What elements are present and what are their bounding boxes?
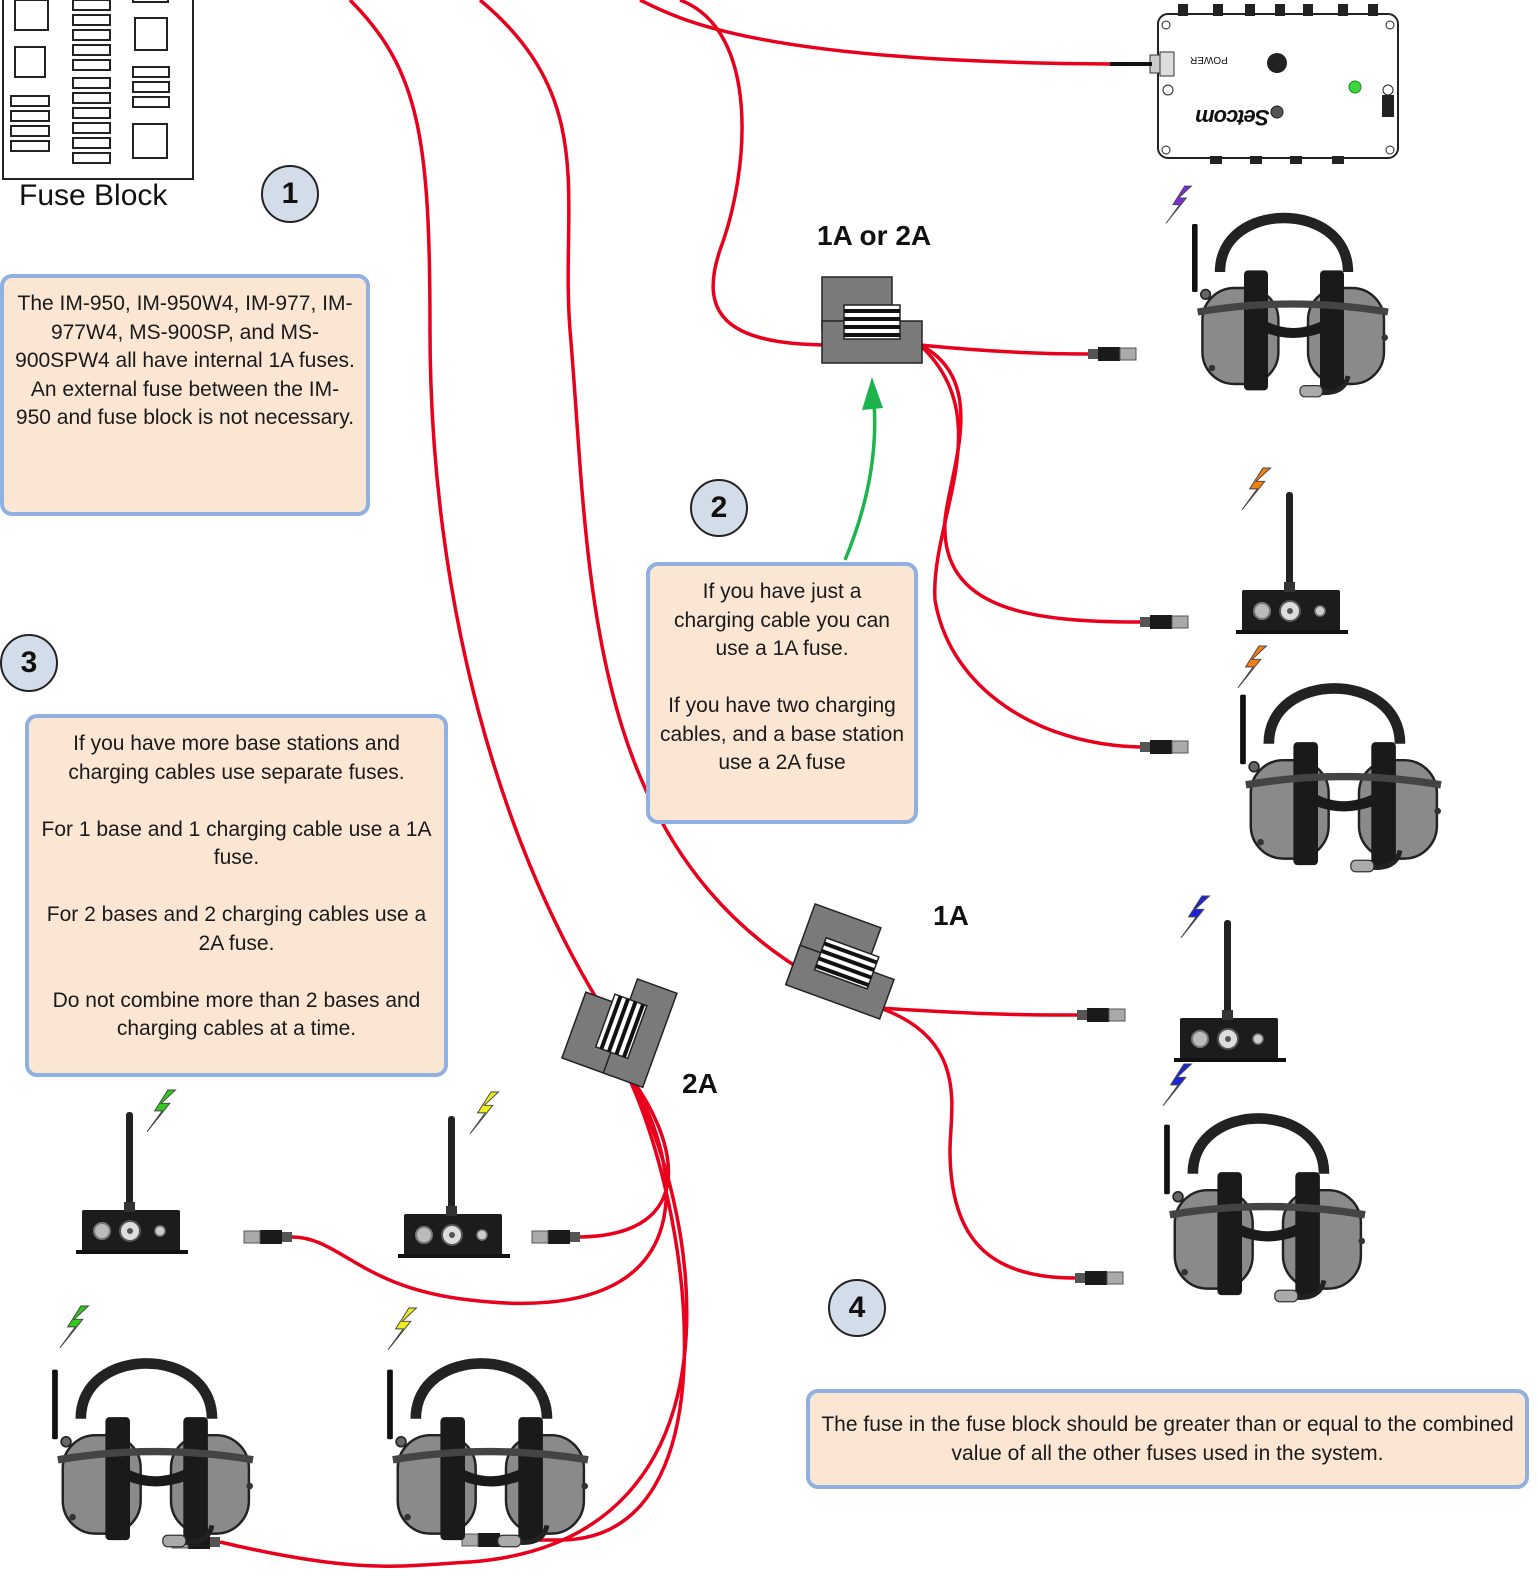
note-fuse-block-rating: The fuse in the fuse block should be gre…	[806, 1389, 1529, 1489]
base-station-icon	[1173, 919, 1287, 1063]
base-station-icon	[397, 1115, 511, 1259]
inline-fuse-icon	[820, 275, 924, 365]
fuse-label-left: 2A	[682, 1068, 718, 1099]
lightning-icon	[1162, 1063, 1192, 1107]
headset-icon	[1192, 218, 1388, 397]
lightning-icon	[1241, 467, 1271, 511]
inline-fuse-icon	[559, 961, 679, 1090]
note-separate-fuses: If you have more base stations and charg…	[25, 714, 448, 1077]
charging-plug-icon	[531, 1229, 581, 1245]
lightning-icon	[59, 1305, 89, 1349]
green-arrow-line	[843, 384, 877, 561]
base-unit-brand: Setcom	[1196, 105, 1270, 130]
lightning-icon	[1180, 895, 1210, 939]
base-station-icon	[1235, 491, 1349, 635]
lightning-icon	[1165, 185, 1192, 224]
fuse-label-mid: 1A	[933, 900, 969, 931]
step-badge-2: 2	[690, 479, 748, 537]
step-badge-3: 3	[0, 634, 58, 692]
lightning-icon	[387, 1307, 417, 1351]
step-badge-1: 1	[261, 165, 319, 223]
charging-plug-icon	[1076, 1007, 1126, 1023]
step-badge-4: 4	[828, 1279, 886, 1337]
note-top-fuse-sizing: If you have just a charging cable you ca…	[646, 562, 918, 824]
charging-plug-icon	[1087, 346, 1137, 362]
fuse-block-title: Fuse Block	[19, 179, 168, 212]
base-station-icon	[75, 1111, 189, 1255]
fuse-block	[2, 0, 194, 180]
headset-icon	[52, 1363, 253, 1546]
headset-icon	[1164, 1118, 1365, 1301]
charging-plug-icon	[1074, 1270, 1124, 1286]
lightning-icon	[146, 1089, 176, 1133]
setcom-base-unit	[1110, 4, 1399, 164]
arrow-head-icon	[862, 377, 883, 410]
headset-icon	[387, 1363, 588, 1546]
charging-plug-icon	[1139, 739, 1189, 755]
charging-plug-icon	[243, 1229, 293, 1245]
note-internal-fuses: The IM-950, IM-950W4, IM-977, IM-977W4, …	[0, 274, 370, 516]
base-unit-power-label: POWER	[1190, 54, 1228, 65]
charging-plug-icon	[1139, 614, 1189, 630]
power-wires	[219, 0, 1141, 1568]
lightning-icon	[1237, 645, 1267, 689]
inline-fuse-icon	[783, 901, 912, 1021]
lightning-icon	[469, 1091, 499, 1135]
headset-icon	[1240, 688, 1441, 871]
fuse-label-top: 1A or 2A	[817, 220, 932, 251]
